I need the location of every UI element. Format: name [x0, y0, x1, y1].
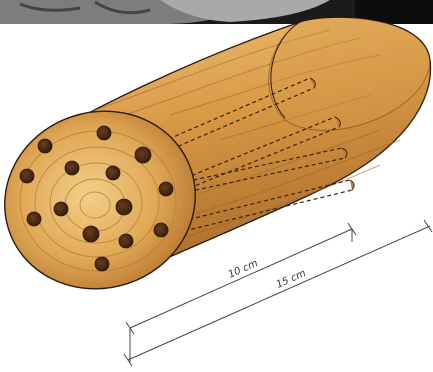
hole: [97, 126, 111, 140]
hole: [154, 223, 168, 237]
hole: [83, 226, 99, 242]
hole: [38, 139, 52, 153]
hole: [116, 199, 132, 215]
dimension-tick: [124, 354, 132, 366]
hole: [119, 234, 133, 248]
dimension-tick: [424, 220, 432, 232]
hole: [159, 182, 173, 196]
hole: [135, 147, 151, 163]
hole: [95, 257, 109, 271]
hole: [20, 169, 34, 183]
hole: [27, 212, 41, 226]
hole: [106, 166, 120, 180]
hole: [54, 202, 68, 216]
hole: [65, 161, 79, 175]
